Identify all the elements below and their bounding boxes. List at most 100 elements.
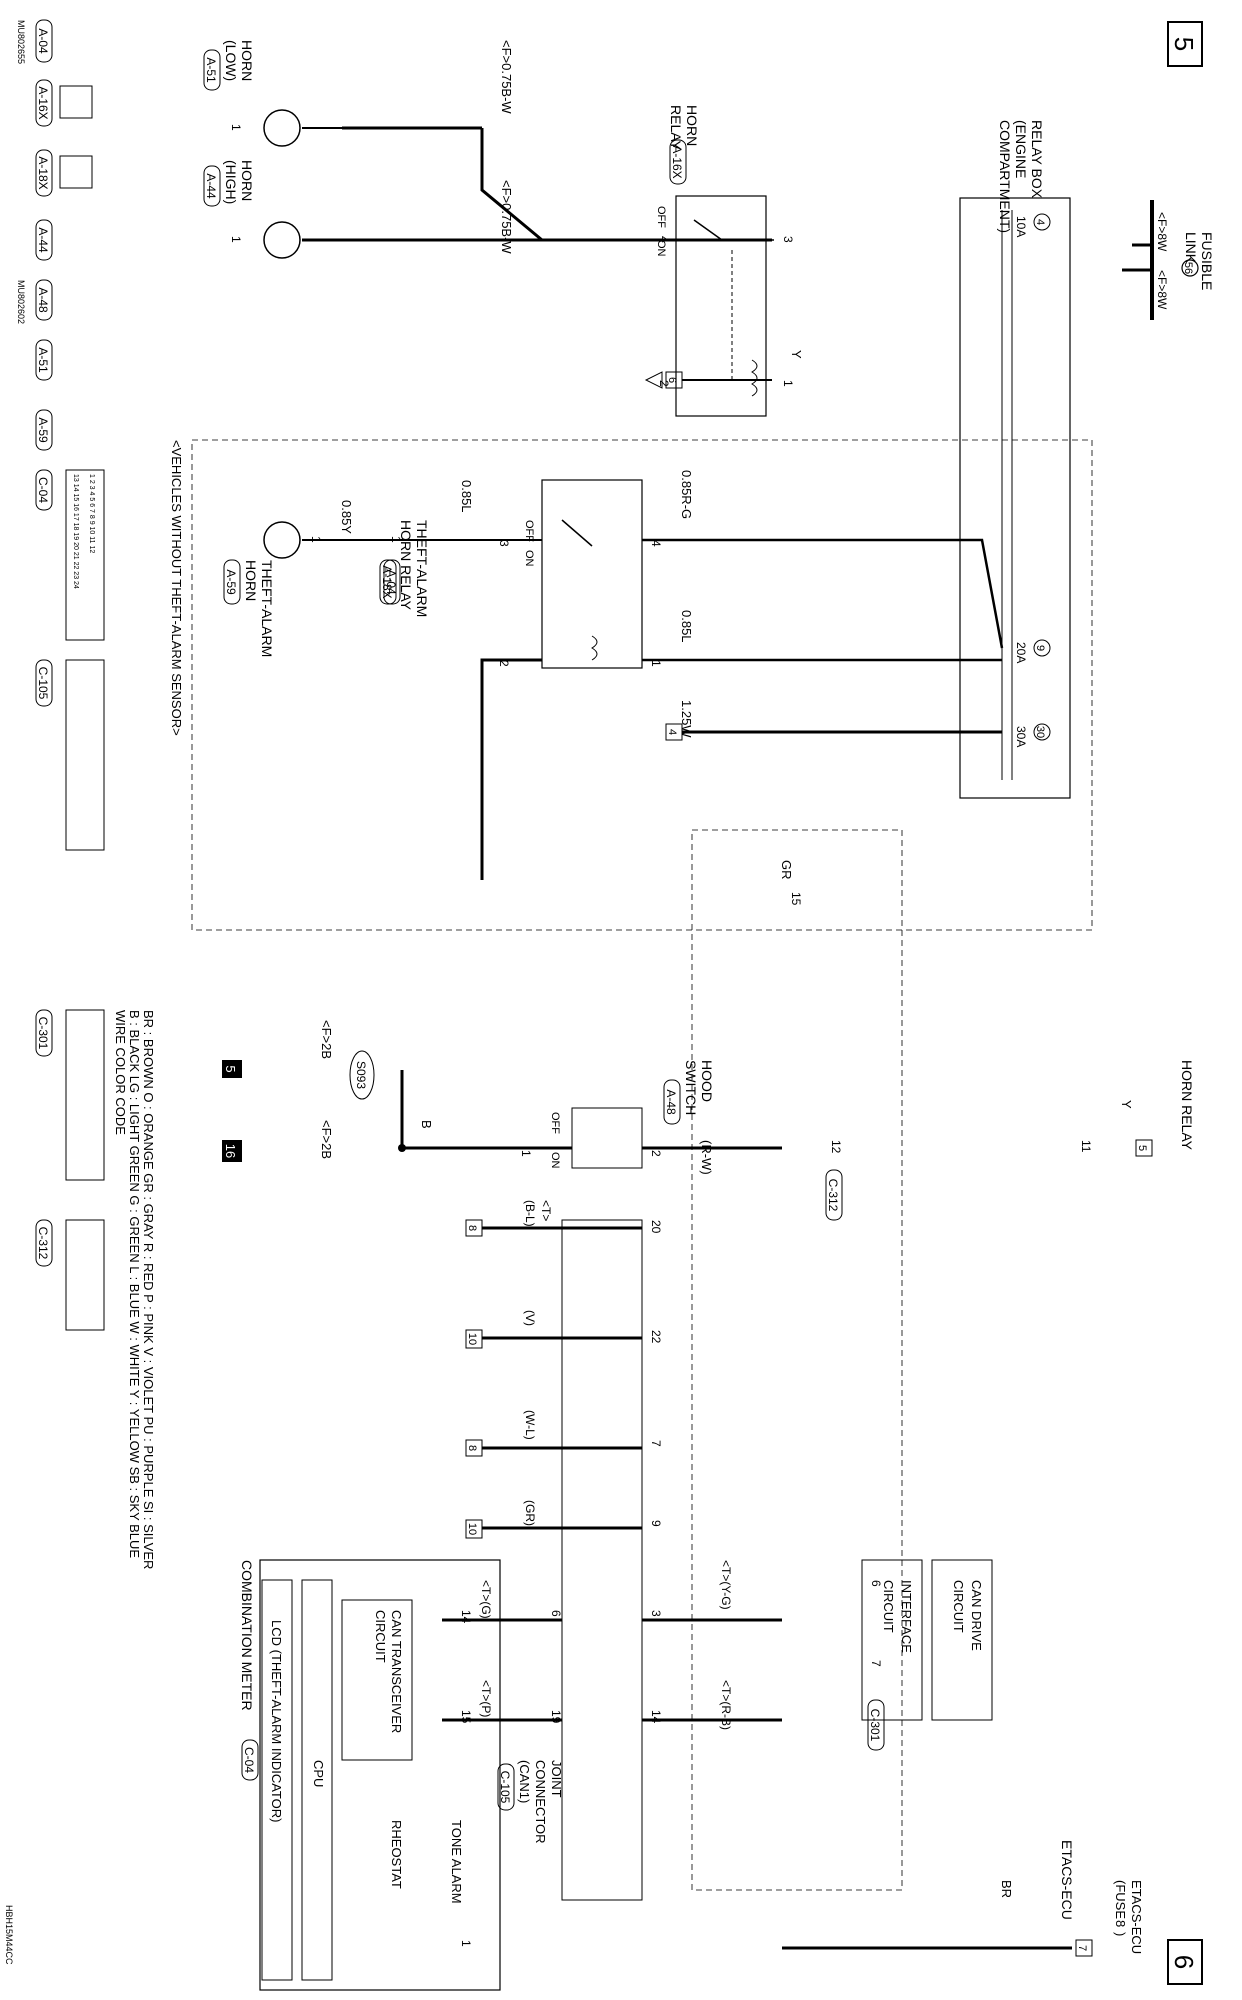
horn-high: HORN (HIGH) A-44 1 <F>0.75B-W <box>203 160 772 259</box>
ground-5: 5 <box>223 1065 238 1072</box>
joint-pin22: 22 <box>649 1330 663 1344</box>
theft-horn-label: THEFT-ALARM <box>259 560 275 657</box>
wire-gr: GR <box>779 860 794 880</box>
hood-switch-label: HOOD <box>699 1060 715 1102</box>
conn-a59: A-59 <box>35 409 53 451</box>
meter-lcd: LCD (THEFT-ALARM INDICATOR) <box>269 1620 284 1822</box>
theft-relay-label: THEFT-ALARM <box>414 520 430 617</box>
conn-c312: C-312 <box>35 1219 105 1331</box>
conn-a04-label: A-04 <box>36 28 50 54</box>
horn-relay-ref: HORN RELAY 5 Y <box>1119 1060 1195 1157</box>
joint-label-3: (CAN1) <box>517 1760 532 1803</box>
offpage-w7: 7 <box>1076 1945 1088 1951</box>
offpage-v8a: 8 <box>466 1225 478 1231</box>
etacs-conn-c301: C-301 <box>868 1709 882 1742</box>
wire-f2b-b: <F>2B <box>319 1120 334 1159</box>
connector-list: A-04 MU802655 A-16X A-18X A-44 A-48 MU80… <box>16 19 105 1331</box>
wire-085l-a: 0.85L <box>459 480 474 513</box>
etacs-pin11: 11 <box>1079 1140 1093 1153</box>
fuse-4-number: 4 <box>1034 219 1046 225</box>
joint-connector: JOINT CONNECTOR (CAN1) C-105 20 22 7 9 3… <box>442 1200 782 1901</box>
meter-label: COMBINATION METER <box>239 1560 255 1711</box>
fusible-link-label: FUSIBLE <box>1199 232 1215 290</box>
joint-wire-bl: (B-L) <box>523 1200 537 1227</box>
etacs-fuse-num: 8 <box>1113 1920 1128 1927</box>
conn-a04-note: MU802655 <box>16 20 26 64</box>
page-number-top-text: 5 <box>1169 37 1199 51</box>
etacs-pin12: 12 <box>829 1140 843 1154</box>
theft-relay-pin4: 4 <box>649 540 663 547</box>
etacs-fuse-ref: ETACS-ECU (FUSE 8 ) 7 BR <box>782 1880 1144 1957</box>
conn-a44: A-44 <box>35 219 53 261</box>
offpage-e5: 5 <box>1136 1145 1148 1151</box>
horn-high-label: HORN <box>239 160 255 201</box>
conn-c105-label: C-105 <box>36 667 50 700</box>
conn-a59-label: A-59 <box>36 417 50 443</box>
wire-y: Y <box>1119 1100 1134 1109</box>
theft-relay-pin3: 3 <box>497 540 511 547</box>
hood-switch-off: OFF <box>549 1112 561 1134</box>
wire-color-code-line1: B : BLACK LG : LIGHT GREEN G : GREEN L :… <box>127 1010 142 1558</box>
meter-pin14: 14 <box>459 1610 473 1624</box>
meter-can-transceiver-2: CIRCUIT <box>373 1610 388 1663</box>
horn-high-label-2: (HIGH) <box>223 160 239 204</box>
fuse-30: 30 30A <box>1014 723 1051 747</box>
conn-a48-label: A-48 <box>36 287 50 313</box>
fusible-link: FUSIBLE LINK 56 <F>8W <F>8W <box>1122 200 1215 320</box>
horn-relay-ref-label: HORN RELAY <box>1179 1060 1195 1151</box>
theft-relay-pin2: 2 <box>497 660 511 667</box>
wire-br: BR <box>999 1880 1014 1898</box>
conn-a44-label: A-44 <box>36 227 50 253</box>
page-number-bottom: 6 <box>1167 1939 1203 1985</box>
wire-085y: 0.85Y <box>339 500 354 534</box>
conn-a18x: A-18X <box>35 149 93 197</box>
hood-switch-label-2: SWITCH <box>683 1060 699 1115</box>
relay-box-label-2: (ENGINE <box>1013 120 1029 178</box>
a04-connector: 1 A-04 <box>383 536 403 605</box>
offpage-g4: 4 <box>666 729 678 735</box>
splice-s093: S093 <F>2B <F>2B 5 16 <box>222 1020 406 1162</box>
meter-rheostat: RHEOSTAT <box>389 1820 404 1889</box>
horn-relay-pin1: 1 <box>781 380 795 387</box>
meter-can-transceiver: CAN TRANSCEIVER <box>389 1610 404 1733</box>
offpage-v10b: 10 <box>466 1523 478 1535</box>
theft-relay-off: OFF <box>523 520 535 542</box>
horn-relay: HORN RELAY A-16X OFF ON 3 4 1 2 <box>655 105 795 417</box>
relay-box-label: RELAY BOX <box>1029 120 1045 199</box>
theft-horn-connector: A-59 <box>224 569 238 595</box>
etacs-fuse-label: ETACS-ECU <box>1129 1880 1144 1954</box>
fuse-9-amps: 20A <box>1014 642 1028 663</box>
hood-switch-connector: A-48 <box>664 1089 678 1115</box>
meter-pin1: 1 <box>459 1940 473 1947</box>
joint-wire-v: (V) <box>523 1310 537 1326</box>
meter-pin15: 15 <box>459 1710 473 1724</box>
wire-color-code: WIRE COLOR CODE B : BLACK LG : LIGHT GRE… <box>113 1010 156 1569</box>
conn-c301-label: C-301 <box>36 1017 50 1050</box>
horn-relay-on: ON <box>655 240 667 257</box>
fusible-link-number: 56 <box>1182 262 1194 274</box>
joint-connector-label: C-105 <box>498 1771 512 1804</box>
offpage-v10a: 10 <box>466 1333 478 1345</box>
etacs-pin15: 15 <box>789 892 803 906</box>
joint-wire-wl: (W-L) <box>523 1410 537 1440</box>
meter-tone-alarm: TONE ALARM <box>449 1820 464 1904</box>
horn-relay-coil-ground: Y 6 <box>644 350 804 389</box>
conn-c105: C-105 <box>35 659 105 851</box>
theft-relay-on: ON <box>523 550 535 567</box>
conn-c04: C-04 1 2 3 4 5 6 7 8 9 10 11 12 13 14 15… <box>35 469 105 641</box>
fusible-link-label-2: LINK <box>1183 232 1199 264</box>
theft-alarm-horn-relay: THEFT-ALARM HORN RELAY A-18X OFF ON 3 4 … <box>379 479 663 669</box>
joint-wire-tp: <T>(P) <box>479 1680 493 1717</box>
fuse-30-number: 30 <box>1034 726 1046 738</box>
fuse-9: 9 20A <box>1014 639 1051 663</box>
horn-low-label-2: (LOW) <box>223 40 239 81</box>
wire-085rg: 0.85R-G <box>679 470 694 519</box>
page-number-top: 5 <box>1167 21 1203 67</box>
meter-connector: C-04 <box>242 1747 256 1773</box>
offpage-v8b: 8 <box>466 1445 478 1451</box>
joint-pin6: 6 <box>549 1610 563 1617</box>
etacs-fuse-label-2: (FUSE <box>1113 1880 1128 1919</box>
etacs-pin7: 7 <box>869 1660 883 1667</box>
etacs-interface: INTERFACE <box>899 1580 914 1653</box>
